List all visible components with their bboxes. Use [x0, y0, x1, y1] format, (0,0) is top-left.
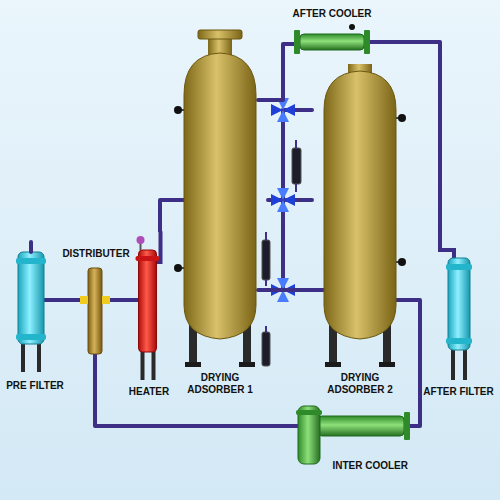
equipment-node: AFTER COOLER [286, 6, 378, 60]
equipment-node: PRE FILTER [3, 232, 67, 394]
valve [271, 98, 295, 302]
equipment-shape [59, 246, 133, 362]
equipment-shape [312, 64, 408, 398]
equipment-label: INTER COOLER [332, 460, 408, 472]
equipment-node: DRYING ADSORBER 1 [172, 28, 268, 398]
equipment-node: DRYING ADSORBER 2 [312, 64, 408, 398]
equipment-label: DISTRIBUTER [62, 248, 129, 260]
pipe-connector [268, 288, 312, 292]
equipment-label: HEATER [129, 386, 169, 398]
equipment-label: AFTER FILTER [423, 386, 493, 398]
equipment-node: HEATER [126, 232, 173, 400]
equipment-shape [126, 232, 173, 400]
equipment-node: AFTER FILTER [420, 232, 497, 400]
pipe-connector [160, 200, 172, 232]
equipment-label: DRYING ADSORBER 2 [320, 372, 400, 396]
pipe-connector [408, 300, 420, 426]
equipment-node: DISTRIBUTER [59, 246, 133, 362]
check-cylinder [262, 148, 301, 366]
equipment-shape [420, 232, 497, 400]
equipment-shape [3, 232, 67, 394]
equipment-node: INTER COOLER [286, 404, 412, 474]
equipment-label: DRYING ADSORBER 1 [180, 372, 260, 396]
equipment-label: AFTER COOLER [293, 8, 372, 20]
equipment-label: PRE FILTER [6, 380, 64, 392]
pipe-connector [268, 44, 286, 100]
pipe-connector [95, 362, 286, 426]
equipment-shape [172, 28, 268, 398]
